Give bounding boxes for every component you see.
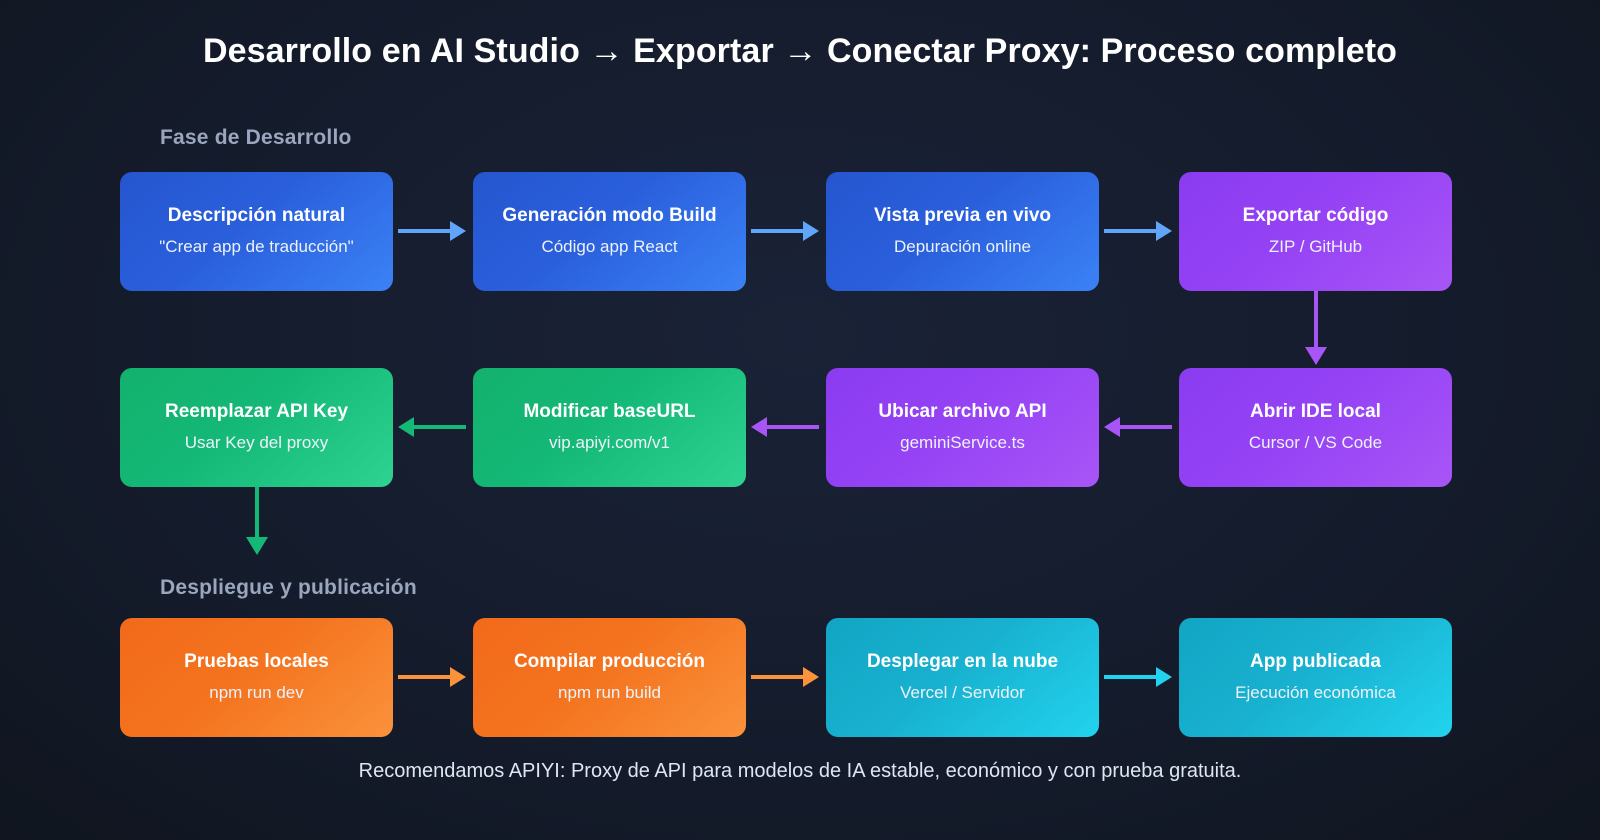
connector-arrow-r3-1 — [398, 667, 466, 687]
node-pruebas-locales[interactable]: Pruebas locales npm run dev — [120, 618, 393, 737]
arrow-shaft — [398, 229, 450, 233]
arrow-shaft — [1104, 675, 1156, 679]
arrow-shaft — [398, 675, 450, 679]
arrow-head — [450, 667, 466, 687]
connector-arrow-r3-3 — [1104, 667, 1172, 687]
node-subtitle: npm run build — [557, 683, 661, 703]
node-title: Reemplazar API Key — [164, 401, 349, 423]
node-modificar-baseurl[interactable]: Modificar baseURL vip.apiyi.com/v1 — [473, 368, 746, 487]
node-exportar-codigo[interactable]: Exportar código ZIP / GitHub — [1179, 172, 1452, 291]
connector-arrow-r3-2 — [751, 667, 819, 687]
node-title: Desplegar en la nube — [866, 651, 1059, 673]
arrow-shaft — [1104, 229, 1156, 233]
connector-arrow-r2-1 — [398, 417, 466, 437]
node-subtitle: Cursor / VS Code — [1248, 433, 1383, 453]
connector-arrow-r2-down — [246, 487, 268, 555]
arrow-shaft — [751, 675, 803, 679]
node-title: Descripción natural — [167, 205, 346, 227]
node-subtitle: Ejecución económica — [1235, 683, 1396, 703]
arrow-head — [803, 667, 819, 687]
node-reemplazar-api-key[interactable]: Reemplazar API Key Usar Key del proxy — [120, 368, 393, 487]
arrow-head — [803, 221, 819, 241]
node-title: Ubicar archivo API — [878, 401, 1047, 423]
node-app-publicada[interactable]: App publicada Ejecución económica — [1179, 618, 1452, 737]
arrow-head — [1104, 417, 1120, 437]
node-subtitle: "Crear app de traducción" — [159, 237, 354, 257]
arrow-head — [246, 537, 268, 555]
arrow-shaft — [751, 229, 803, 233]
section-label-development: Fase de Desarrollo — [160, 126, 352, 149]
arrow-head — [751, 417, 767, 437]
connector-arrow-r1-3 — [1104, 221, 1172, 241]
arrow-head — [398, 417, 414, 437]
node-title: Modificar baseURL — [523, 401, 696, 423]
node-title: Pruebas locales — [184, 651, 329, 673]
node-ubicar-archivo-api[interactable]: Ubicar archivo API geminiService.ts — [826, 368, 1099, 487]
section-label-deployment: Despliegue y publicación — [160, 576, 417, 599]
node-vista-previa-en-vivo[interactable]: Vista previa en vivo Depuración online — [826, 172, 1099, 291]
node-title: Abrir IDE local — [1250, 401, 1381, 423]
arrow-head — [1305, 347, 1327, 365]
node-title: Compilar producción — [513, 651, 706, 673]
node-title: Vista previa en vivo — [873, 205, 1052, 227]
arrow-shaft — [1314, 291, 1318, 347]
node-generacion-modo-build[interactable]: Generación modo Build Código app React — [473, 172, 746, 291]
node-subtitle: vip.apiyi.com/v1 — [549, 433, 670, 453]
connector-arrow-r2-2 — [751, 417, 819, 437]
node-descripcion-natural[interactable]: Descripción natural "Crear app de traduc… — [120, 172, 393, 291]
connector-arrow-r1-down — [1305, 291, 1327, 365]
node-abrir-ide-local[interactable]: Abrir IDE local Cursor / VS Code — [1179, 368, 1452, 487]
node-compilar-produccion[interactable]: Compilar producción npm run build — [473, 618, 746, 737]
arrow-shaft — [1120, 425, 1172, 429]
footer-note: Recomendamos APIYI: Proxy de API para mo… — [358, 760, 1242, 782]
arrow-head — [1156, 221, 1172, 241]
connector-arrow-r1-1 — [398, 221, 466, 241]
arrow-shaft — [767, 425, 819, 429]
node-title: App publicada — [1250, 651, 1381, 673]
arrow-head — [450, 221, 466, 241]
node-subtitle: Código app React — [541, 237, 678, 257]
node-subtitle: geminiService.ts — [900, 433, 1025, 453]
node-desplegar-en-la-nube[interactable]: Desplegar en la nube Vercel / Servidor — [826, 618, 1099, 737]
node-subtitle: npm run dev — [209, 683, 304, 703]
arrow-shaft — [255, 487, 259, 537]
connector-arrow-r1-2 — [751, 221, 819, 241]
node-title: Exportar código — [1242, 205, 1389, 227]
node-subtitle: ZIP / GitHub — [1268, 237, 1363, 257]
node-title: Generación modo Build — [502, 205, 717, 227]
page-title: Desarrollo en AI Studio → Exportar → Con… — [202, 32, 1397, 70]
connector-arrow-r2-3 — [1104, 417, 1172, 437]
node-subtitle: Usar Key del proxy — [184, 433, 329, 453]
arrow-head — [1156, 667, 1172, 687]
node-subtitle: Depuración online — [893, 237, 1032, 257]
node-subtitle: Vercel / Servidor — [900, 683, 1025, 703]
arrow-shaft — [414, 425, 466, 429]
